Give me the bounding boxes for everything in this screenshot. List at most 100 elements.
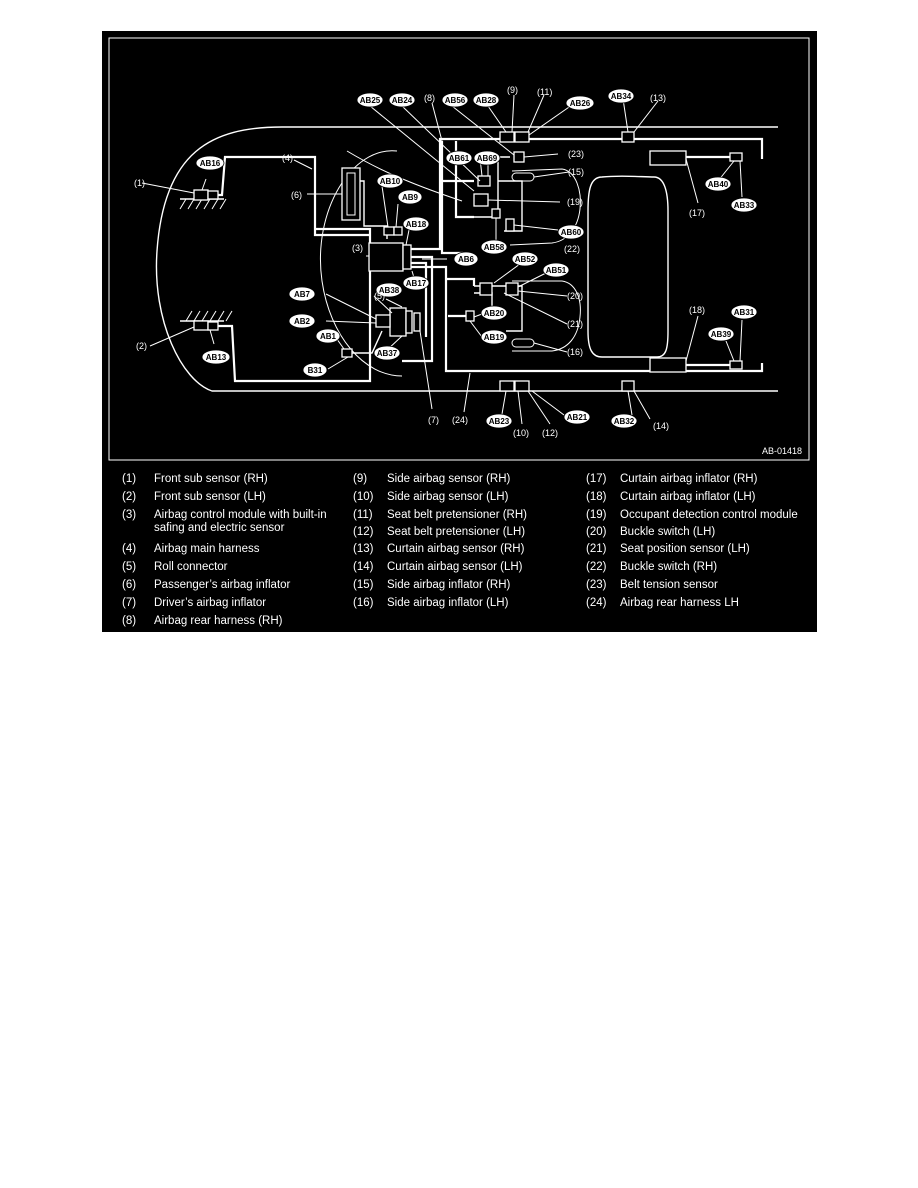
- callout-16: (16): [567, 347, 583, 357]
- ab40-connector: [729, 152, 743, 162]
- airbag-system-diagram: AB16 AB13 AB10 AB9 AB18 AB6 AB17 AB7 AB2…: [108, 37, 810, 461]
- svg-text:AB40: AB40: [708, 180, 729, 189]
- connector-ab51: AB51: [542, 262, 570, 278]
- connector-ab7: AB7: [288, 286, 316, 302]
- svg-text:AB69: AB69: [477, 154, 498, 163]
- svg-text:AB6: AB6: [458, 255, 475, 264]
- airbag-main-harness: [218, 155, 372, 243]
- curtain-airbag-sensor-lh: [621, 380, 635, 392]
- svg-text:AB58: AB58: [484, 243, 505, 252]
- airbag-rear-harness-rh: [411, 137, 764, 255]
- seat-belt-pretensioner-lh: [514, 380, 530, 392]
- front-sub-sensor-rh: [193, 189, 209, 201]
- callout-14: (14): [653, 421, 669, 431]
- airbag-main-harness-lh: [218, 266, 372, 383]
- front-sub-sensor-lh: [193, 320, 209, 331]
- connector-ab26: AB26: [565, 95, 595, 111]
- seat-position-sensor: [505, 282, 519, 296]
- connector-ab69: AB69: [473, 150, 501, 166]
- connector-ab56: AB56: [441, 92, 469, 108]
- connector-ab16: AB16: [195, 155, 225, 171]
- ab7-connector-block: [375, 314, 391, 328]
- svg-text:AB37: AB37: [377, 349, 398, 358]
- callout-21: (21): [567, 319, 583, 329]
- svg-text:AB28: AB28: [476, 96, 497, 105]
- front-lh-mount: [180, 310, 233, 322]
- svg-text:AB39: AB39: [711, 330, 732, 339]
- ab1-connector-block: [341, 348, 353, 358]
- passenger-airbag-inflator-inner: [346, 172, 356, 216]
- ab58-connector: [491, 208, 501, 219]
- connector-ab17: AB17: [402, 275, 430, 291]
- svg-text:AB24: AB24: [392, 96, 413, 105]
- side-airbag-inflator-rh: [511, 172, 535, 182]
- connector-ab24: AB24: [388, 92, 416, 108]
- rh-front-seat: [509, 168, 581, 246]
- curtain-airbag-inflator-rh: [649, 150, 687, 166]
- connector-ab6: AB6: [453, 251, 479, 267]
- side-airbag-inflator-lh: [511, 338, 535, 348]
- callout-11: (11): [537, 87, 552, 97]
- ab9-connector: [383, 226, 395, 236]
- figure-code: AB-01418: [762, 446, 802, 456]
- connector-ab25: AB25: [356, 92, 384, 108]
- callout-6: (6): [291, 190, 302, 200]
- acm-to-steering: [402, 255, 434, 363]
- svg-text:AB38: AB38: [379, 286, 400, 295]
- ab69-connector: [477, 175, 491, 187]
- connector-ab9: AB9: [397, 189, 423, 205]
- connector-ab21: AB21: [563, 409, 591, 425]
- callout-1: (1): [134, 178, 145, 188]
- seat-belt-pretensioner-rh: [514, 131, 530, 143]
- curtain-airbag-inflator-lh: [649, 357, 687, 373]
- passenger-airbag-inflator: [341, 167, 361, 221]
- callout-12: (12): [542, 428, 558, 438]
- connector-ab20: AB20: [480, 305, 508, 321]
- svg-text:AB51: AB51: [546, 266, 567, 275]
- svg-text:AB16: AB16: [200, 159, 221, 168]
- occupant-detection-control-module: [473, 193, 489, 207]
- svg-text:AB25: AB25: [360, 96, 381, 105]
- acm-side-connector: [402, 244, 412, 270]
- ab60-connector: [505, 218, 515, 232]
- connector-ab2: AB2: [288, 313, 316, 329]
- svg-text:AB17: AB17: [406, 279, 427, 288]
- belt-tension-sensor: [513, 151, 525, 163]
- svg-text:AB26: AB26: [570, 99, 591, 108]
- svg-text:AB2: AB2: [294, 317, 311, 326]
- svg-text:AB56: AB56: [445, 96, 466, 105]
- rear-seat: [587, 175, 669, 358]
- callout-7: (7): [428, 415, 439, 425]
- svg-text:AB21: AB21: [567, 413, 588, 422]
- connector-ab28: AB28: [472, 92, 500, 108]
- callout-10: (10): [513, 428, 529, 438]
- drivers-airbag-inflator: [413, 312, 421, 332]
- windshield-line: [320, 150, 403, 377]
- front-sub-sensor-lh-connector: [207, 321, 219, 331]
- connector-ab13: AB13: [201, 349, 231, 365]
- svg-text:AB34: AB34: [611, 92, 632, 101]
- svg-text:AB60: AB60: [561, 228, 582, 237]
- ab39-connector: [729, 360, 743, 370]
- ab10-connector: [393, 226, 403, 236]
- svg-text:AB7: AB7: [294, 290, 311, 299]
- ab20-connector: [465, 310, 475, 322]
- callout-24: (24): [452, 415, 468, 425]
- svg-text:AB33: AB33: [734, 201, 755, 210]
- svg-text:AB32: AB32: [614, 417, 635, 426]
- svg-text:AB31: AB31: [734, 308, 755, 317]
- connector-ab19: AB19: [480, 329, 508, 345]
- callout-18: (18): [689, 305, 705, 315]
- callout-8: (8): [424, 93, 435, 103]
- curtain-airbag-sensor-rh: [621, 131, 635, 143]
- diagram-panel: AB16 AB13 AB10 AB9 AB18 AB6 AB17 AB7 AB2…: [102, 31, 817, 632]
- side-airbag-sensor-lh: [499, 380, 515, 392]
- callout-23: (23): [568, 149, 584, 159]
- roll-connector-plate: [405, 310, 413, 334]
- callout-4: (4): [282, 153, 293, 163]
- airbag-control-module: [368, 242, 404, 272]
- svg-text:AB19: AB19: [484, 333, 505, 342]
- diagram-frame: [108, 37, 810, 461]
- svg-text:AB18: AB18: [406, 220, 427, 229]
- connector-ab33: AB33: [730, 197, 758, 213]
